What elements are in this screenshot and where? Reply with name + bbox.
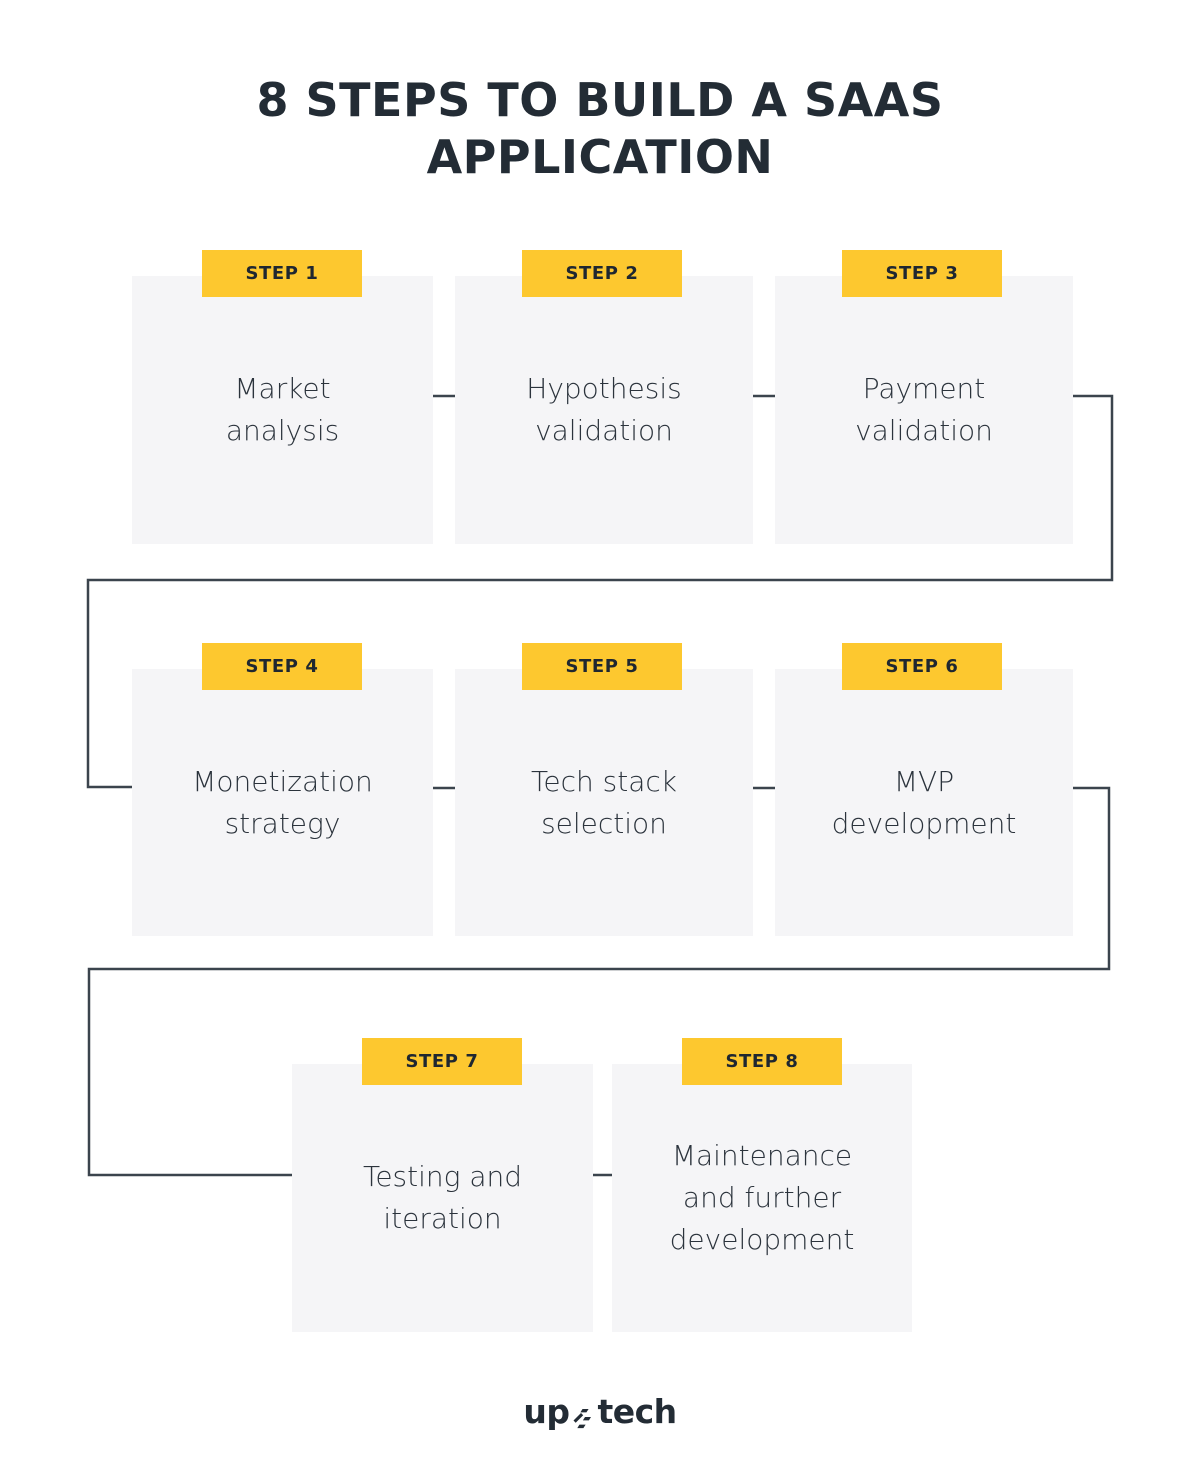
step-tab-3[interactable]: STEP 3 [842,250,1002,297]
step-card-4-text: Monetization strategy [192,764,373,840]
connector-6-7 [87,786,1111,1177]
step-card-1[interactable]: Market analysis [132,276,433,544]
step-card-7[interactable]: Testing and iteration [292,1064,593,1332]
step-tab-5[interactable]: STEP 5 [522,643,682,690]
page-title: 8 STEPS TO BUILD A SAAS APPLICATION [256,73,944,184]
step-card-6[interactable]: MVP development [775,669,1073,936]
step-card-8-text: Maintenance and further development [669,1139,855,1256]
step-tab-5-label: STEP 5 [565,656,639,677]
step-tab-4-label: STEP 4 [245,656,319,677]
step-tab-2-label: STEP 2 [565,263,639,284]
step-card-5[interactable]: Tech stack selection [455,669,753,936]
step-card-8[interactable]: Maintenance and further development [612,1064,912,1332]
brand-logo: up tech [0,1392,1200,1431]
uptech-slash-mark-icon [570,1401,596,1428]
step-card-2[interactable]: Hypothesis validation [455,276,753,544]
step-tab-4[interactable]: STEP 4 [202,643,362,690]
step-tab-6[interactable]: STEP 6 [842,643,1002,690]
step-card-2-text: Hypothesis validation [526,372,682,447]
step-card-3-text: Payment validation [855,372,993,447]
step-card-5-text: Tech stack selection [531,764,677,840]
step-tab-3-label: STEP 3 [885,263,959,284]
step-tab-7[interactable]: STEP 7 [362,1038,522,1085]
logo-text-right: tech [597,1392,677,1431]
connector-3-4 [86,394,1114,789]
step-tab-7-label: STEP 7 [405,1051,479,1072]
logo-text-left: up [523,1392,570,1431]
step-card-6-text: MVP development [831,764,1017,840]
step-tab-1[interactable]: STEP 1 [202,250,362,297]
step-tab-2[interactable]: STEP 2 [522,250,682,297]
step-tab-6-label: STEP 6 [885,656,959,677]
step-tab-8-label: STEP 8 [725,1051,799,1072]
step-card-1-text: Market analysis [225,372,340,447]
step-tab-8[interactable]: STEP 8 [682,1038,842,1085]
step-tab-1-label: STEP 1 [245,263,319,284]
step-card-3[interactable]: Payment validation [775,276,1073,544]
step-card-7-text: Testing and iteration [362,1160,523,1235]
step-card-4[interactable]: Monetization strategy [132,669,433,936]
